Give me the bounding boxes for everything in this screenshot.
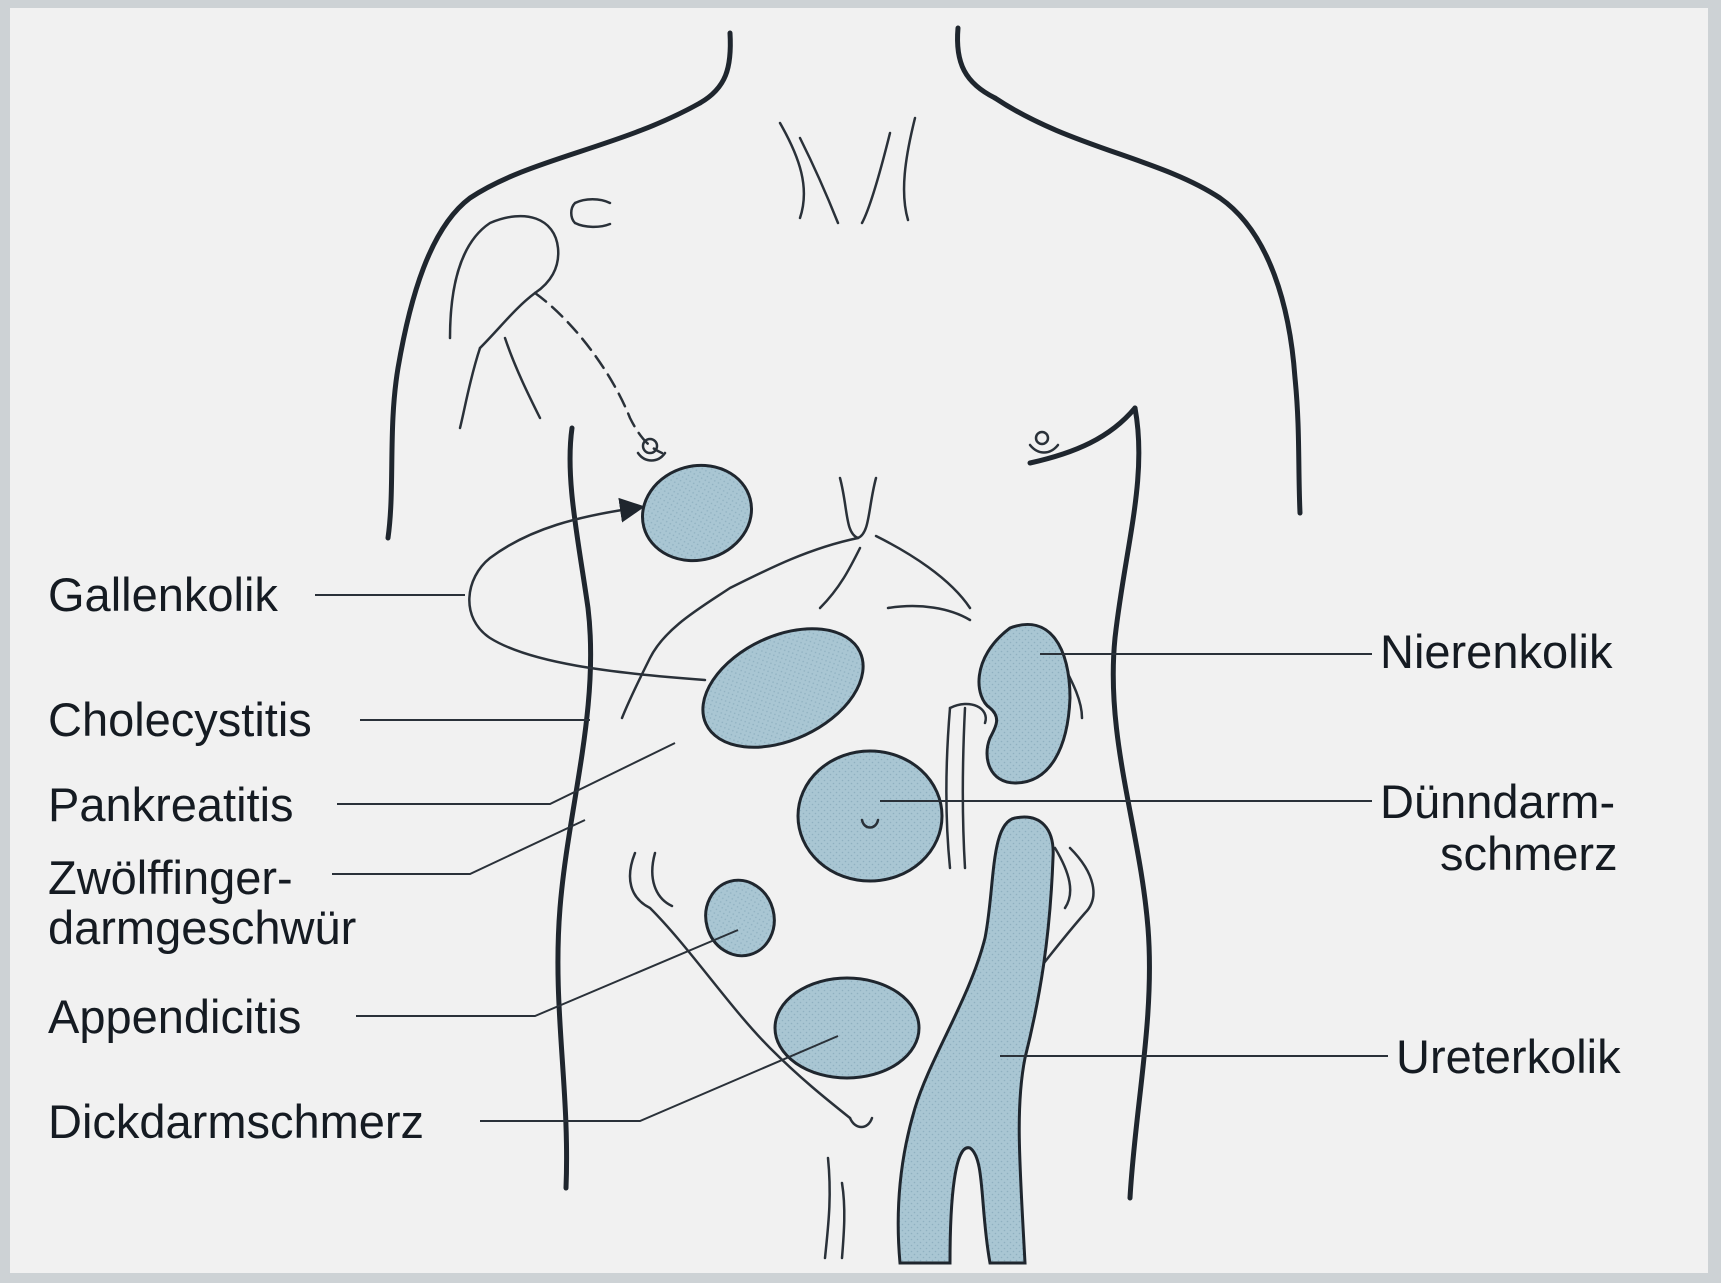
gallbladder-zone <box>684 605 882 771</box>
nipples <box>638 432 1058 461</box>
neck-details <box>780 118 915 223</box>
diagram-frame: Gallenkolik Cholecystitis Pankreatitis Z… <box>10 8 1708 1273</box>
left-flank-outline <box>558 428 591 1188</box>
label-ureterkolik: Ureterkolik <box>1396 1030 1621 1083</box>
label-dickdarmschmerz: Dickdarmschmerz <box>48 1095 424 1148</box>
label-zwoelffinger-line1: Zwölffinger- <box>48 851 293 904</box>
left-labels: Gallenkolik Cholecystitis Pankreatitis Z… <box>48 568 424 1148</box>
right-shoulder-outline <box>995 98 1300 513</box>
right-flank-outline <box>1113 408 1149 1198</box>
pain-zones <box>632 453 1070 1263</box>
neck-left-line <box>700 33 730 103</box>
label-duenndarm-line1: Dünndarm- <box>1380 775 1615 828</box>
abdominal-pain-diagram: Gallenkolik Cholecystitis Pankreatitis Z… <box>10 8 1708 1273</box>
left-arm-detail <box>450 199 662 453</box>
left-shoulder-outline <box>388 103 700 538</box>
gallbladder-referred-zone <box>632 453 763 572</box>
colon-zone <box>775 978 919 1078</box>
ureter-zone <box>898 817 1053 1263</box>
label-zwoelffinger-line2: darmgeschwür <box>48 901 356 954</box>
label-gallenkolik: Gallenkolik <box>48 568 278 621</box>
label-nierenkolik: Nierenkolik <box>1380 625 1613 678</box>
appendix-zone <box>697 872 782 963</box>
right-labels: Nierenkolik Dünndarm- schmerz Ureterkoli… <box>1380 625 1621 1083</box>
neck-right-line <box>957 28 995 98</box>
label-cholecystitis: Cholecystitis <box>48 693 312 746</box>
label-appendicitis: Appendicitis <box>48 990 301 1043</box>
label-duenndarm-line2: schmerz <box>1440 827 1618 880</box>
small-intestine-zone <box>798 751 942 881</box>
label-pankreatitis: Pankreatitis <box>48 778 294 831</box>
kidney-zone <box>979 624 1070 783</box>
right-arm-inner-outline <box>1030 408 1135 463</box>
